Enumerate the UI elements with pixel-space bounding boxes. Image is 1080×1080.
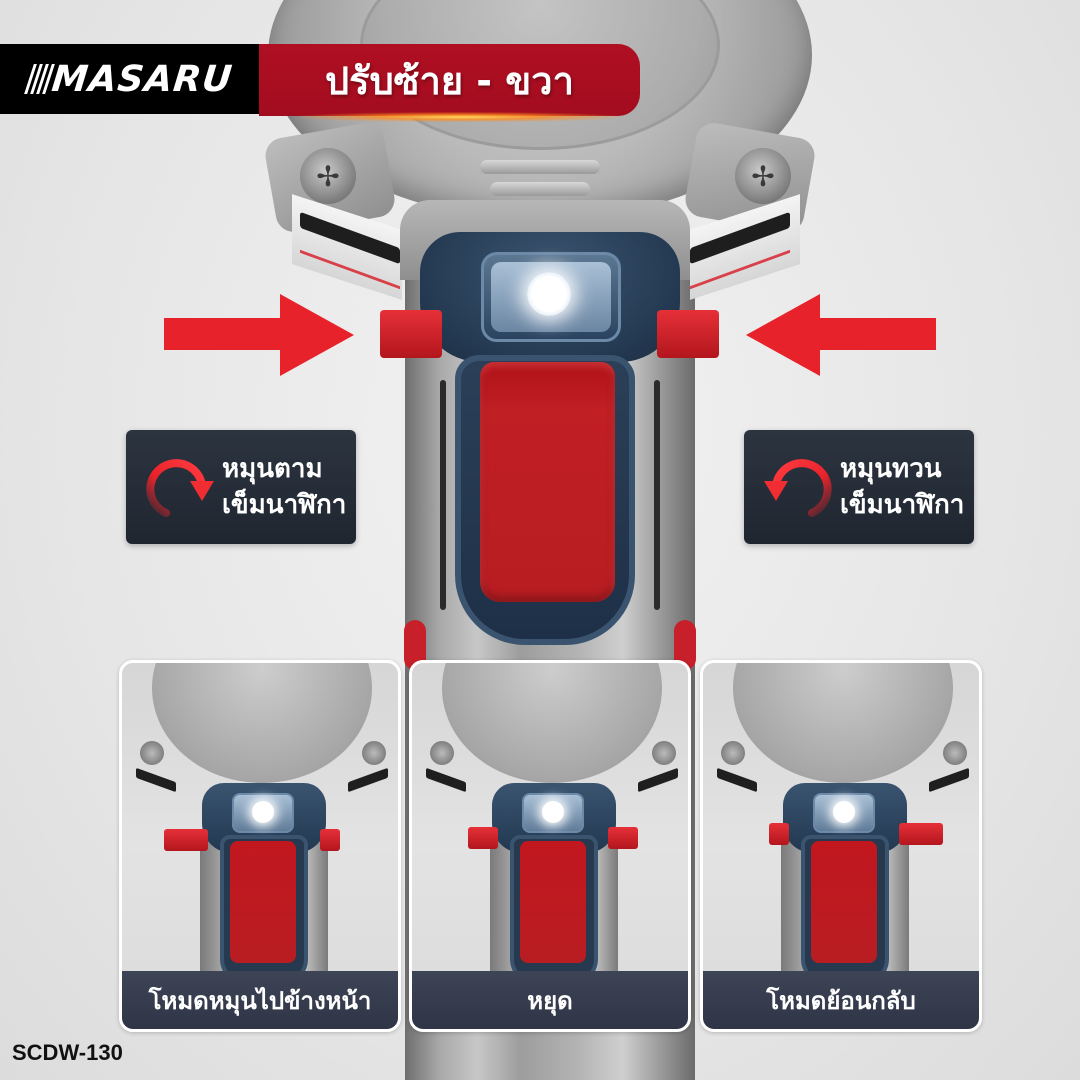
head-vent	[480, 160, 600, 174]
direction-switch-right	[608, 827, 638, 849]
trigger-button	[230, 841, 296, 963]
screw-icon	[652, 741, 676, 765]
counterclockwise-label-card: หมุนทวน เข็มนาฬิกา	[744, 430, 974, 544]
direction-switch-left	[769, 823, 789, 845]
led-light-icon	[252, 801, 274, 823]
mode-caption-stop: หยุด	[412, 971, 688, 1029]
page-title: ปรับซ้าย - ขวา	[259, 44, 640, 116]
clockwise-arrow-icon	[146, 459, 214, 517]
direction-switch-left[interactable]	[380, 310, 442, 358]
mode-caption-forward: โหมดหมุนไปข้างหน้า	[122, 971, 398, 1029]
grip-groove-right	[654, 380, 660, 610]
led-light-icon	[527, 272, 571, 316]
trigger-button	[811, 841, 877, 963]
counterclockwise-arrow-icon	[764, 459, 832, 517]
grip-accent-left	[404, 620, 426, 670]
counterclockwise-label-text: หมุนทวน เข็มนาฬิกา	[840, 451, 964, 523]
clockwise-label-card: หมุนตาม เข็มนาฬิกา	[126, 430, 356, 544]
screw-icon: ✢	[735, 148, 791, 204]
direction-switch-right[interactable]	[657, 310, 719, 358]
screw-icon	[721, 741, 745, 765]
mode-card-stop: หยุด	[409, 660, 691, 1032]
mode-caption-reverse: โหมดย้อนกลับ	[703, 971, 979, 1029]
mode-card-forward: โหมดหมุนไปข้างหน้า	[119, 660, 401, 1032]
logo-text: MASARU	[50, 58, 235, 100]
clockwise-line1: หมุนตาม	[222, 454, 323, 484]
direction-switch-pressed-right	[899, 823, 943, 845]
model-number: SCDW-130	[12, 1040, 123, 1065]
clockwise-label-text: หมุนตาม เข็มนาฬิกา	[222, 451, 346, 523]
direction-switch-pressed-left	[164, 829, 208, 851]
screw-icon	[943, 741, 967, 765]
clockwise-line2: เข็มนาฬิกา	[222, 490, 347, 520]
arrow-left-icon	[746, 294, 936, 376]
trigger-button	[520, 841, 586, 963]
banner-glow	[300, 112, 620, 122]
screw-icon	[362, 741, 386, 765]
counterclockwise-line2: เข็มนาฬิกา	[840, 490, 965, 520]
screw-icon	[430, 741, 454, 765]
head-vent	[490, 182, 590, 196]
grip-accent-right	[674, 620, 696, 670]
led-light-icon	[833, 801, 855, 823]
brand-logo: MASARU	[0, 44, 262, 114]
screw-icon: ✢	[300, 148, 356, 204]
led-light-icon	[542, 801, 564, 823]
counterclockwise-line1: หมุนทวน	[840, 454, 942, 484]
grip-groove-left	[440, 380, 446, 610]
direction-switch-right	[320, 829, 340, 851]
trigger-button[interactable]	[480, 362, 615, 602]
direction-switch-left	[468, 827, 498, 849]
arrow-right-icon	[164, 294, 354, 376]
mode-card-reverse: โหมดย้อนกลับ	[700, 660, 982, 1032]
screw-icon	[140, 741, 164, 765]
